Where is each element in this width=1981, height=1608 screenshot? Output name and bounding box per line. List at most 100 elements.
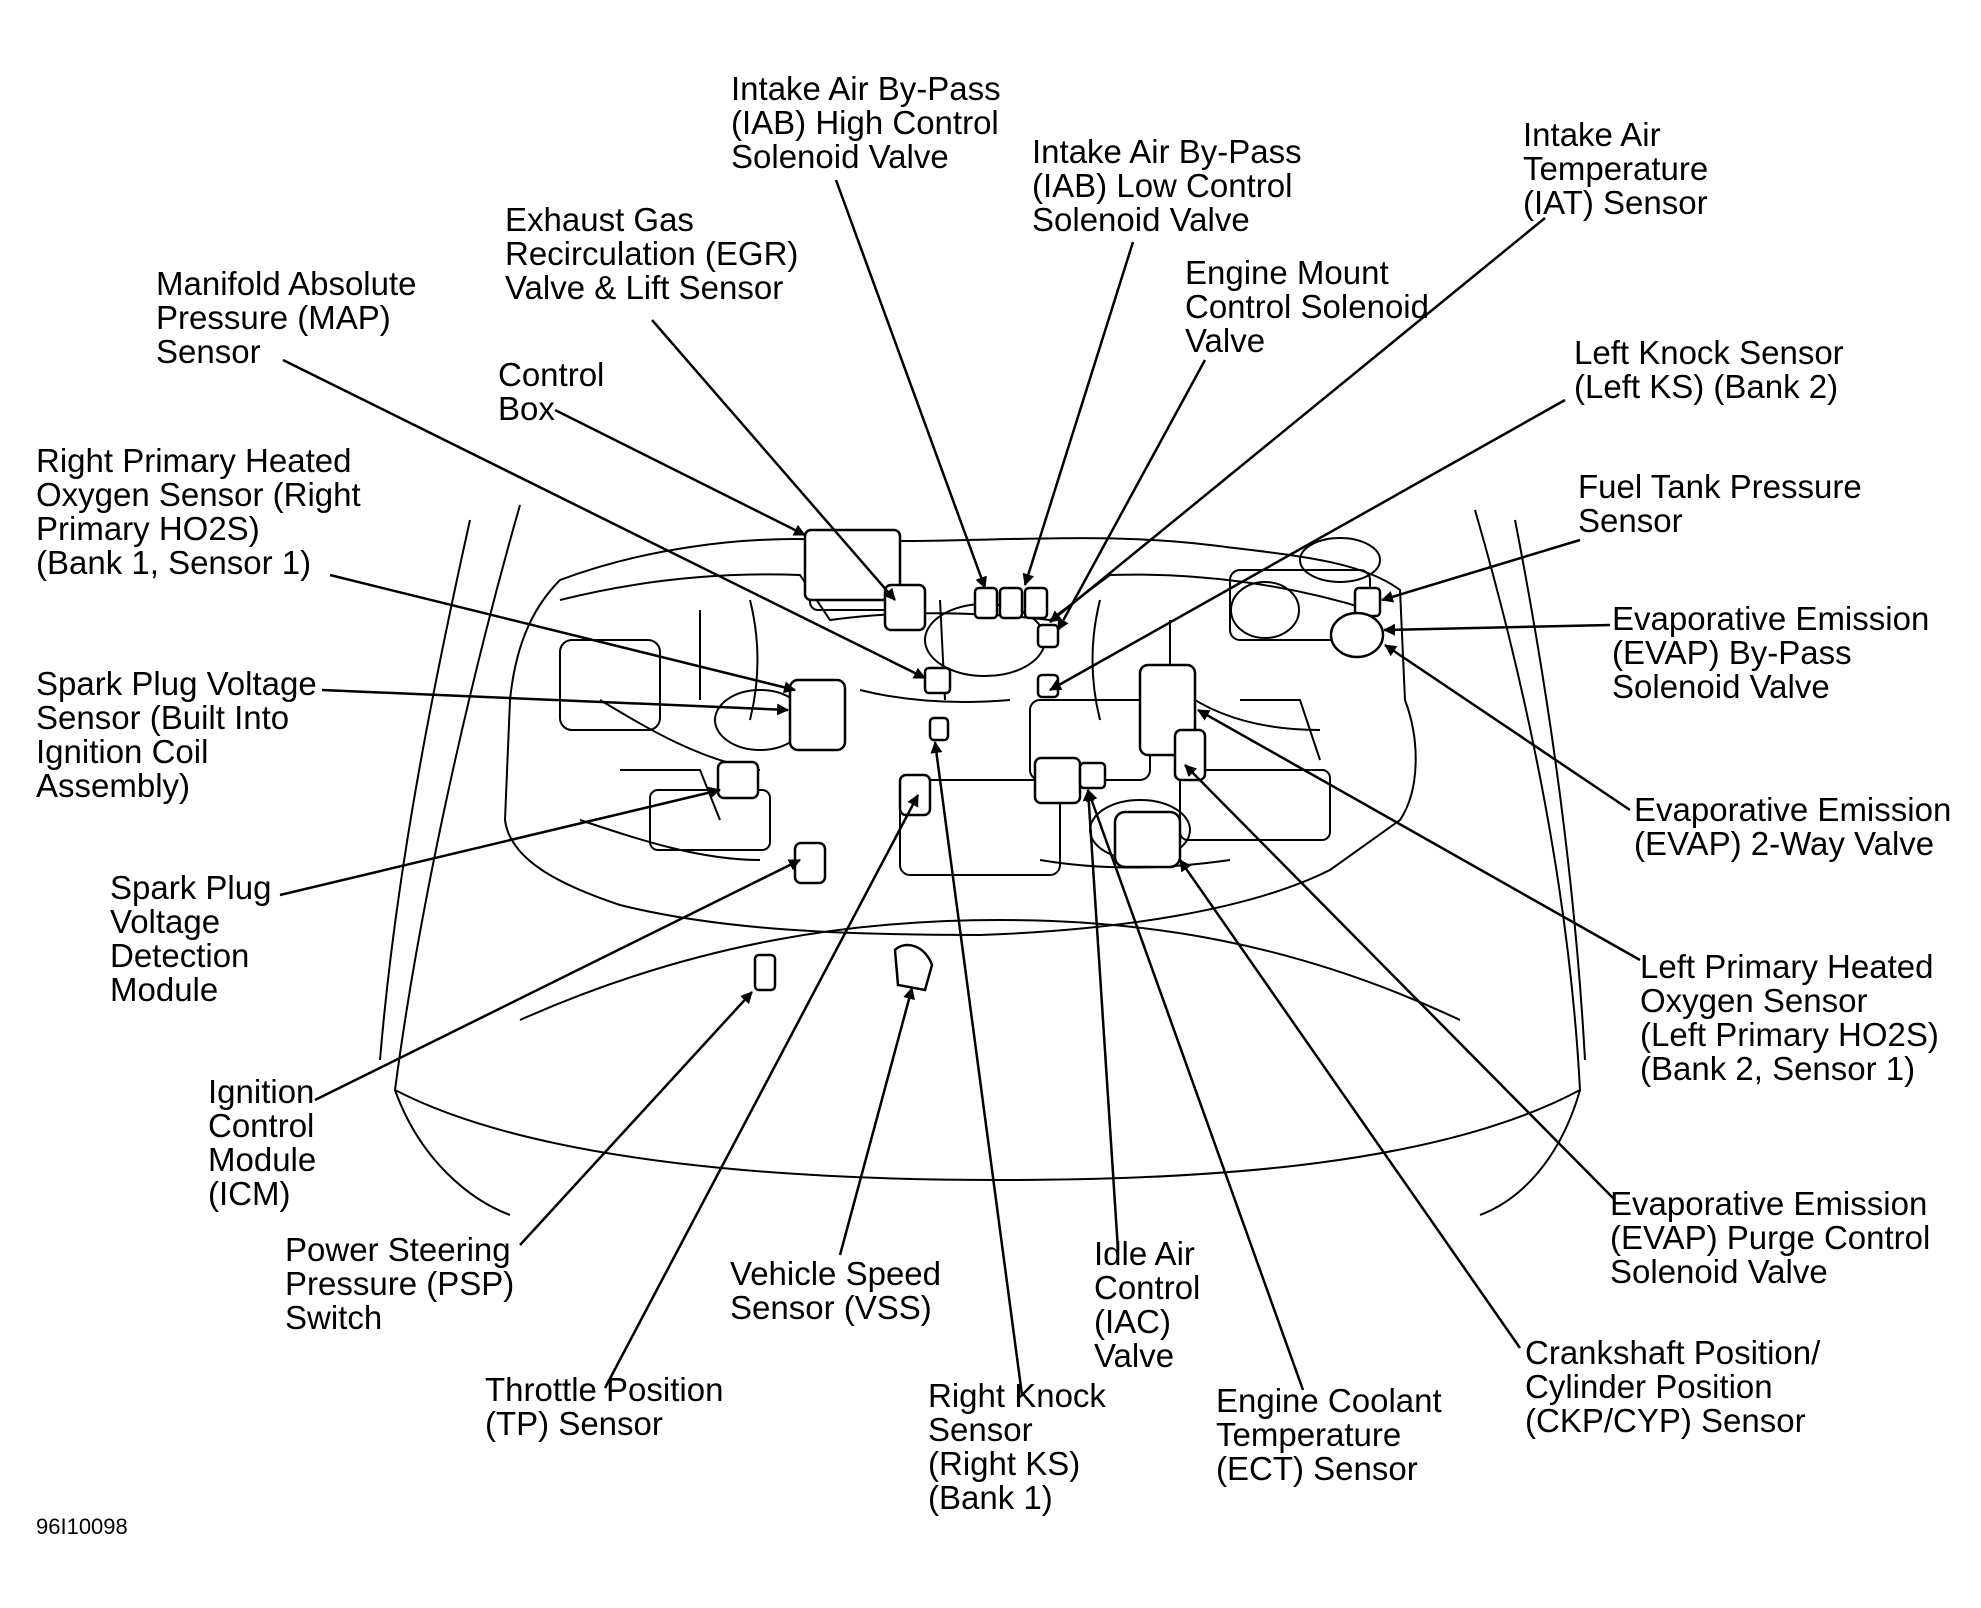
label-line: (IAT) Sensor xyxy=(1523,184,1708,221)
label-line: Engine Coolant xyxy=(1216,1382,1442,1419)
label-line: Ignition Coil xyxy=(36,733,209,770)
engine-assembly xyxy=(503,534,1417,937)
label-line: (Right KS) xyxy=(928,1445,1081,1482)
label-line: Sensor xyxy=(928,1411,1033,1448)
label-line: Sensor (Built Into xyxy=(36,699,290,736)
label-ignition-control-module: Ignition Control Module (ICM) xyxy=(208,1075,316,1211)
label-line: Power Steering xyxy=(285,1231,511,1268)
label-line: Control Solenoid xyxy=(1185,288,1429,325)
label-line: Sensor xyxy=(1578,502,1683,539)
label-line: Temperature xyxy=(1523,150,1709,187)
label-line: Throttle Position xyxy=(485,1371,724,1408)
label-line: Solenoid Valve xyxy=(1610,1253,1828,1290)
label-right-primary-ho2s: Right Primary Heated Oxygen Sensor (Righ… xyxy=(36,444,361,580)
label-iab-low-control-solenoid-valve: Intake Air By-Pass (IAB) Low Control Sol… xyxy=(1032,135,1302,237)
label-line: (EVAP) 2-Way Valve xyxy=(1634,825,1935,862)
label-line: (Bank 1, Sensor 1) xyxy=(36,544,312,581)
label-line: Oxygen Sensor xyxy=(1640,982,1868,1019)
label-iab-high-control-solenoid-valve: Intake Air By-Pass (IAB) High Control So… xyxy=(731,72,1001,174)
label-line: Recirculation (EGR) xyxy=(505,235,799,272)
label-line: Evaporative Emission xyxy=(1610,1185,1928,1222)
label-line: Switch xyxy=(285,1299,383,1336)
label-line: Intake Air By-Pass xyxy=(731,70,1001,107)
label-right-knock-sensor: Right Knock Sensor (Right KS) (Bank 1) xyxy=(928,1379,1106,1515)
label-throttle-position-sensor: Throttle Position (TP) Sensor xyxy=(485,1373,723,1441)
label-line: Primary HO2S) xyxy=(36,510,260,547)
label-line: (Bank 1) xyxy=(928,1479,1053,1516)
label-line: Evaporative Emission xyxy=(1634,791,1952,828)
label-egr-valve-lift-sensor: Exhaust Gas Recirculation (EGR) Valve & … xyxy=(505,203,798,305)
label-line: Intake Air By-Pass xyxy=(1032,133,1302,170)
label-control-box: Control Box xyxy=(498,358,604,426)
label-line: Right Knock xyxy=(928,1377,1106,1414)
label-line: (Bank 2, Sensor 1) xyxy=(1640,1050,1916,1087)
car-body-outline xyxy=(379,504,1586,1216)
label-line: Box xyxy=(498,390,555,427)
leader-lines xyxy=(279,179,1641,1396)
label-line: Exhaust Gas xyxy=(505,201,694,238)
label-line: Sensor xyxy=(156,333,261,370)
label-line: Solenoid Valve xyxy=(1612,668,1830,705)
label-iat-sensor: Intake Air Temperature (IAT) Sensor xyxy=(1523,118,1708,220)
label-line: Crankshaft Position/ xyxy=(1525,1334,1821,1371)
label-line: Vehicle Speed xyxy=(730,1255,942,1292)
label-line: Spark Plug Voltage xyxy=(36,665,317,702)
label-engine-mount-control-solenoid-valve: Engine Mount Control Solenoid Valve xyxy=(1185,256,1429,358)
label-line: (IAB) High Control xyxy=(731,104,999,141)
label-line: Assembly) xyxy=(36,767,191,804)
label-line: Spark Plug xyxy=(110,869,272,906)
label-line: (ICM) xyxy=(208,1175,291,1212)
label-line: Detection xyxy=(110,937,250,974)
label-line: Engine Mount xyxy=(1185,254,1389,291)
label-line: Module xyxy=(208,1141,317,1178)
label-fuel-tank-pressure-sensor: Fuel Tank Pressure Sensor xyxy=(1578,470,1862,538)
label-line: Left Primary Heated xyxy=(1640,948,1934,985)
label-line: Right Primary Heated xyxy=(36,442,352,479)
label-line: Valve & Lift Sensor xyxy=(505,269,784,306)
label-evap-purge-control-solenoid-valve: Evaporative Emission (EVAP) Purge Contro… xyxy=(1610,1187,1930,1289)
label-line: Pressure (PSP) xyxy=(285,1265,515,1302)
label-line: Control xyxy=(208,1107,315,1144)
label-line: Control xyxy=(498,356,605,393)
label-line: Voltage xyxy=(110,903,221,940)
label-idle-air-control-valve: Idle Air Control (IAC) Valve xyxy=(1094,1237,1200,1373)
label-line: (IAB) Low Control xyxy=(1032,167,1293,204)
label-line: Left Knock Sensor xyxy=(1574,334,1844,371)
label-line: Manifold Absolute xyxy=(156,265,417,302)
label-line: Control xyxy=(1094,1269,1201,1306)
label-line: (ECT) Sensor xyxy=(1216,1450,1418,1487)
label-evap-bypass-solenoid-valve: Evaporative Emission (EVAP) By-Pass Sole… xyxy=(1612,602,1929,704)
label-line: (Left Primary HO2S) xyxy=(1640,1016,1939,1053)
label-line: (EVAP) Purge Control xyxy=(1610,1219,1931,1256)
label-line: Oxygen Sensor (Right xyxy=(36,476,361,513)
label-line: (TP) Sensor xyxy=(485,1405,663,1442)
label-spark-plug-voltage-sensor: Spark Plug Voltage Sensor (Built Into Ig… xyxy=(36,667,317,803)
label-evap-2-way-valve: Evaporative Emission (EVAP) 2-Way Valve xyxy=(1634,793,1951,861)
figure-id: 96I10098 xyxy=(36,1514,128,1539)
label-line: (CKP/CYP) Sensor xyxy=(1525,1402,1806,1439)
label-line: (EVAP) By-Pass xyxy=(1612,634,1852,671)
label-line: Solenoid Valve xyxy=(731,138,949,175)
label-spark-plug-voltage-detection-module: Spark Plug Voltage Detection Module xyxy=(110,871,271,1007)
label-ect-sensor: Engine Coolant Temperature (ECT) Sensor xyxy=(1216,1384,1442,1486)
label-line: (Left KS) (Bank 2) xyxy=(1574,368,1839,405)
label-line: Valve xyxy=(1185,322,1266,359)
label-line: Module xyxy=(110,971,219,1008)
label-line: Evaporative Emission xyxy=(1612,600,1930,637)
label-line: Fuel Tank Pressure xyxy=(1578,468,1862,505)
label-vehicle-speed-sensor: Vehicle Speed Sensor (VSS) xyxy=(730,1257,941,1325)
label-line: (IAC) xyxy=(1094,1303,1171,1340)
label-line: Ignition xyxy=(208,1073,315,1110)
label-left-knock-sensor: Left Knock Sensor (Left KS) (Bank 2) xyxy=(1574,336,1844,404)
label-map-sensor: Manifold Absolute Pressure (MAP) Sensor xyxy=(156,267,417,369)
label-psp-switch: Power Steering Pressure (PSP) Switch xyxy=(285,1233,514,1335)
label-line: Pressure (MAP) xyxy=(156,299,391,336)
label-ckp-cyp-sensor: Crankshaft Position/ Cylinder Position (… xyxy=(1525,1336,1820,1438)
label-line: Intake Air xyxy=(1523,116,1661,153)
label-line: Cylinder Position xyxy=(1525,1368,1773,1405)
label-line: Temperature xyxy=(1216,1416,1402,1453)
label-line: Idle Air xyxy=(1094,1235,1195,1272)
label-line: Solenoid Valve xyxy=(1032,201,1250,238)
